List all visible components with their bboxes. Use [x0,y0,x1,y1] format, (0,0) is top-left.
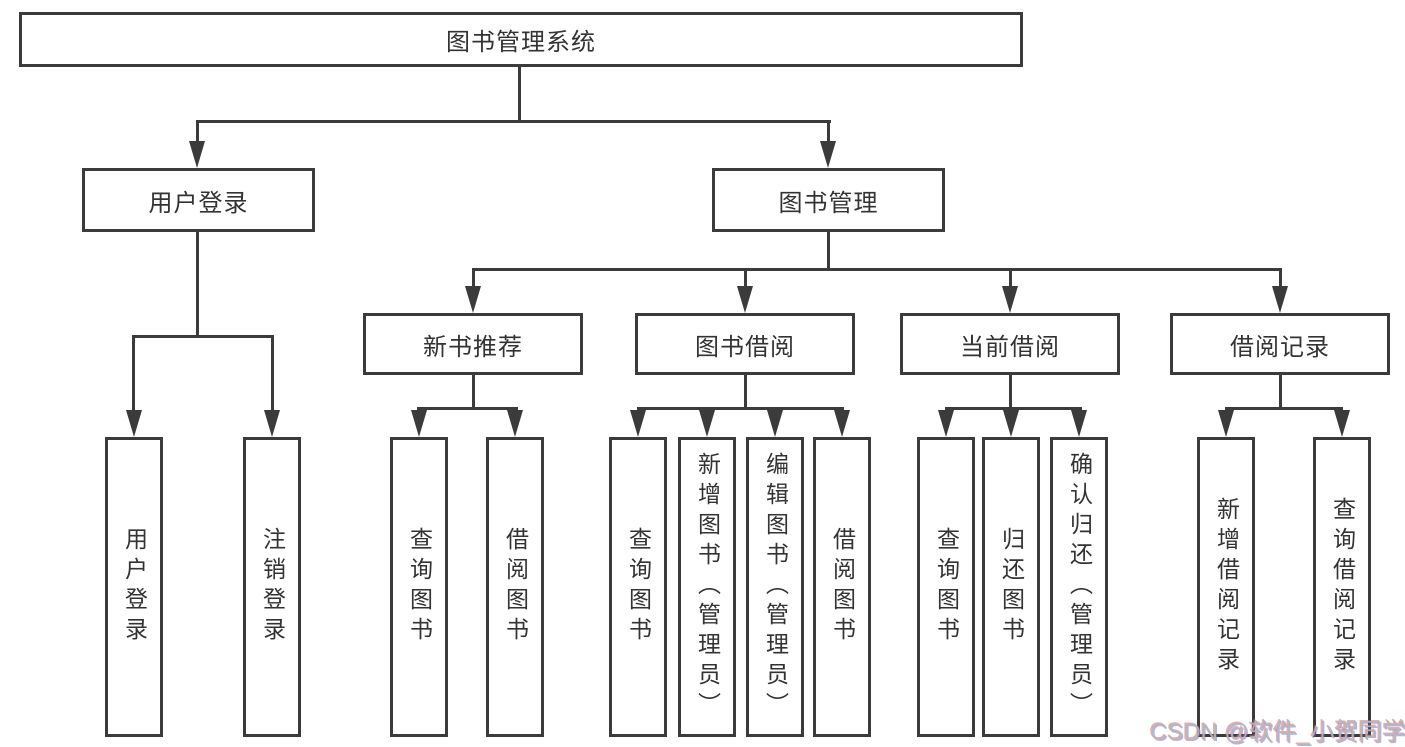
arrow-down-icon [938,410,954,437]
connector-line [472,271,475,288]
node-book-borrow: 图书借阅 [635,313,855,375]
node-label: 查询图书 [406,527,433,647]
arrow-down-icon [411,410,427,437]
arrow-down-icon [189,141,205,168]
connector-line [196,120,831,123]
leaf-add-borrow-record: 新增借阅记录 [1197,437,1255,737]
leaf-borrow-books-2: 借阅图书 [813,437,871,737]
arrow-down-icon [1218,410,1234,437]
node-label: 查询图书 [625,527,652,647]
node-book-management: 图书管理 [712,168,945,232]
arrow-down-icon [507,410,523,437]
node-label: 注销登录 [259,527,286,647]
node-label: 借阅图书 [502,527,529,647]
leaf-query-books-2: 查询图书 [609,437,667,737]
node-current-borrow: 当前借阅 [900,313,1120,375]
connector-line [744,271,747,288]
node-label: 图书借阅 [695,333,795,361]
csdn-watermark: CSDN @软件_小贺同学 [1150,719,1405,746]
node-label: 编辑图书（管理员） [762,452,789,722]
node-label: 用户登录 [121,527,148,647]
leaf-query-books-1: 查询图书 [390,437,448,737]
arrow-down-icon [1272,286,1288,313]
connector-line [472,268,1282,271]
leaf-return-books: 归还图书 [982,437,1040,737]
node-label: 查询借阅记录 [1329,497,1356,677]
connector-line [132,335,274,338]
node-borrow-records: 借阅记录 [1170,313,1390,375]
leaf-confirm-return-admin: 确认归还（管理员） [1050,437,1108,737]
connector-line [417,407,518,410]
connector-line [271,338,274,412]
arrow-down-icon [465,286,481,313]
connector-line [196,232,199,338]
arrow-down-icon [834,410,850,437]
connector-line [1279,375,1282,410]
node-new-book-recommend: 新书推荐 [363,313,583,375]
leaf-logout: 注销登录 [243,437,301,737]
leaf-borrow-books-1: 借阅图书 [486,437,544,737]
connector-line [1009,271,1012,288]
node-label: 借阅图书 [829,527,856,647]
node-label: 借阅记录 [1230,333,1330,361]
arrow-down-icon [1334,410,1350,437]
connector-line [518,67,521,123]
arrow-down-icon [737,286,753,313]
node-label: 图书管理系统 [446,29,596,56]
arrow-down-icon [1003,410,1019,437]
node-user-login: 用户登录 [82,168,315,232]
connector-line [1279,271,1282,288]
arrow-down-icon [1071,410,1087,437]
arrow-down-icon [126,410,142,437]
arrow-down-icon [767,410,783,437]
leaf-edit-books-admin: 编辑图书（管理员） [746,437,804,737]
connector-line [827,123,830,143]
node-label: 新增图书（管理员） [694,452,721,722]
node-label: 图书管理 [778,189,879,217]
node-label: 确认归还（管理员） [1066,452,1093,722]
connector-line [132,338,135,412]
connector-line [472,375,475,410]
connector-line [196,123,199,143]
connector-line [637,407,844,410]
leaf-query-books-3: 查询图书 [917,437,975,737]
leaf-add-books-admin: 新增图书（管理员） [678,437,736,737]
node-label: 新书推荐 [423,333,523,361]
node-label: 当前借阅 [960,333,1060,361]
node-library-system: 图书管理系统 [19,12,1023,67]
arrow-down-icon [1002,286,1018,313]
connector-line [1009,375,1012,410]
arrow-down-icon [699,410,715,437]
leaf-query-borrow-record: 查询借阅记录 [1313,437,1371,737]
connector-line [827,232,830,271]
node-label: 用户登录 [148,189,249,217]
connector-line [744,375,747,410]
connector-line [1225,407,1343,410]
arrow-down-icon [630,410,646,437]
connector-line [945,407,1082,410]
node-label: 归还图书 [998,527,1025,647]
leaf-user-login: 用户登录 [105,437,163,737]
node-label: 查询图书 [933,527,960,647]
node-label: 新增借阅记录 [1213,497,1240,677]
arrow-down-icon [264,410,280,437]
arrow-down-icon [820,141,836,168]
